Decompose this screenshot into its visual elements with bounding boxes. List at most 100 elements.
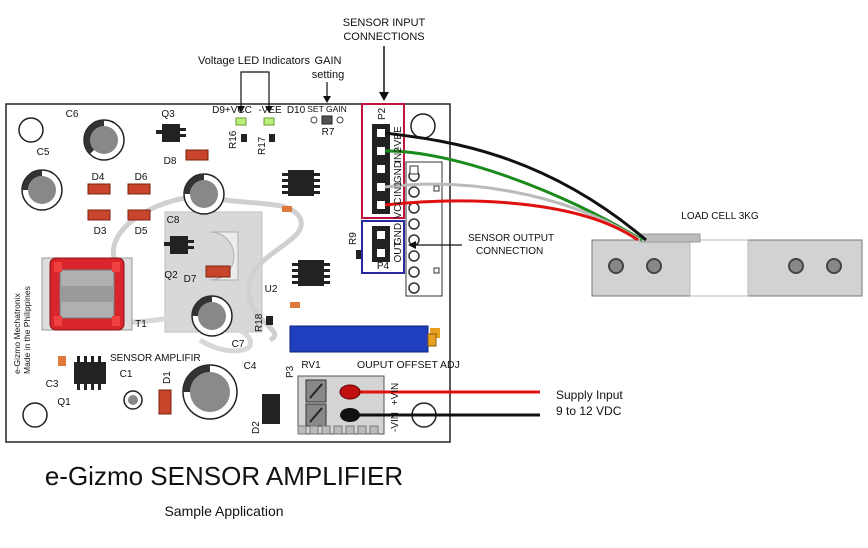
- supply-plug-red: [339, 384, 361, 400]
- diagram-title: e-Gizmo SENSOR AMPLIFIER: [45, 461, 403, 491]
- terminal-block-p3: [297, 375, 385, 435]
- enclosure-cutout: [209, 231, 239, 281]
- pot-screw: [427, 333, 437, 347]
- led-vcc: [235, 117, 247, 126]
- arrow-head: [265, 106, 273, 113]
- p2-label: P2: [377, 107, 388, 120]
- resistor-r18: [266, 316, 273, 325]
- arrow-head: [408, 241, 416, 249]
- supply-plug-black: [340, 408, 360, 422]
- d1-label: D1: [162, 371, 173, 384]
- cable-loop: [109, 313, 254, 354]
- wire-black: [384, 131, 647, 242]
- smd-small: [290, 302, 300, 308]
- p4-highlight-box: [361, 220, 405, 274]
- rv1-label: RV1: [301, 360, 321, 371]
- arrow-head: [379, 92, 389, 101]
- u2-label: U2: [265, 284, 278, 295]
- diode-d1: [158, 389, 172, 415]
- supply-label-2: 9 to 12 VDC: [556, 404, 622, 418]
- smd-small: [282, 206, 292, 212]
- connector-p2: [372, 124, 390, 214]
- d2-label: D2: [251, 421, 262, 434]
- sensor-input-label-1: SENSOR INPUT: [343, 17, 426, 29]
- diode-d3: [87, 209, 111, 221]
- c3-label: C3: [46, 379, 59, 390]
- load-cell: [591, 233, 863, 297]
- arrow-voltage-led: [240, 71, 270, 110]
- led-vee-label: -VEE: [258, 105, 282, 116]
- diagram-subtitle: Sample Application: [164, 503, 283, 519]
- p3-pin-vin-plus: +VIN: [390, 383, 401, 406]
- brand-line-2: Made in the Philippines: [22, 286, 32, 374]
- board-name-label: SENSOR AMPLIFIR: [110, 353, 201, 364]
- sensor-output-label-2: CONNECTION: [476, 246, 543, 257]
- p4-label: P4: [377, 261, 390, 272]
- d4-label: D4: [92, 172, 105, 183]
- arrow-head: [323, 96, 331, 103]
- t1-label: T1: [135, 319, 147, 330]
- led-vcc-label: D9+VCC: [212, 105, 252, 116]
- led-vee: [263, 117, 275, 126]
- c7-label: C7: [232, 339, 245, 350]
- p2-highlight-box: [361, 103, 405, 219]
- diode-d5: [127, 209, 151, 221]
- c5-label: C5: [37, 147, 50, 158]
- p3-pin-vin-minus: -VIN: [390, 412, 401, 432]
- d8-label: D8: [164, 156, 177, 167]
- r17-label: R17: [257, 136, 268, 155]
- p2-pin-vee: -VEE: [393, 126, 404, 150]
- supply-label-1: Supply Input: [556, 388, 623, 402]
- diode-d6: [127, 183, 151, 195]
- transistor-q2: [164, 236, 194, 254]
- brand-line-1: e-Gizmo Mechatronix: [12, 292, 22, 374]
- r9-label: R9: [348, 232, 359, 245]
- gain-jumper-r7: [310, 115, 344, 125]
- c6-label: C6: [66, 109, 79, 120]
- gain-label-2: setting: [312, 69, 344, 81]
- offset-adj-label: OUPUT OFFSET ADJ: [357, 359, 460, 371]
- resistor-r16: [241, 134, 247, 142]
- mount-hole: [410, 113, 436, 139]
- connector-p4: [372, 226, 390, 262]
- sensor-input-label-2: CONNECTIONS: [343, 31, 424, 43]
- transistor-q3: [156, 124, 186, 142]
- mount-hole: [22, 402, 48, 428]
- sensor-output-label-1: SENSOR OUTPUT: [468, 233, 554, 244]
- capacitor-c5: [21, 169, 63, 211]
- p2-pin-in2: IN2: [393, 147, 404, 163]
- capacitor-c1: [123, 390, 143, 410]
- resistor-r9: [356, 250, 363, 259]
- voltage-led-label: Voltage LED Indicators: [198, 55, 310, 67]
- diode-d4: [87, 183, 111, 195]
- c8-label: C8: [167, 215, 180, 226]
- smd-small: [430, 328, 440, 338]
- p2-pin-vcc: VCC: [393, 197, 404, 218]
- q3-label: Q3: [161, 109, 175, 120]
- q2-label: Q2: [164, 270, 178, 281]
- resistor-r17: [269, 134, 275, 142]
- ic-u1: [282, 170, 320, 196]
- d7-label: D7: [184, 274, 197, 285]
- arrow-head: [237, 106, 245, 113]
- diode-d7: [205, 265, 231, 278]
- c1-label: C1: [120, 369, 133, 380]
- d6-label: D6: [135, 172, 148, 183]
- p3-label: P3: [285, 365, 296, 378]
- capacitor-c6: [83, 119, 125, 161]
- set-gain-label: SET GAIN: [307, 104, 347, 114]
- r7-label: R7: [322, 127, 335, 138]
- transformer-t1: [41, 257, 133, 331]
- mount-hole: [18, 117, 44, 143]
- p4-pin-out: OUT: [393, 241, 404, 262]
- capacitor-c8: [183, 173, 225, 215]
- diode-d2: [262, 394, 280, 424]
- d3-label: D3: [94, 226, 107, 237]
- r16-label: R16: [228, 130, 239, 149]
- capacitor-c7: [191, 295, 233, 337]
- smd-small: [58, 356, 66, 366]
- potentiometer-rv1: [289, 325, 429, 353]
- ic-u2: [292, 260, 330, 286]
- p4-pin-gnd: GND: [393, 223, 404, 245]
